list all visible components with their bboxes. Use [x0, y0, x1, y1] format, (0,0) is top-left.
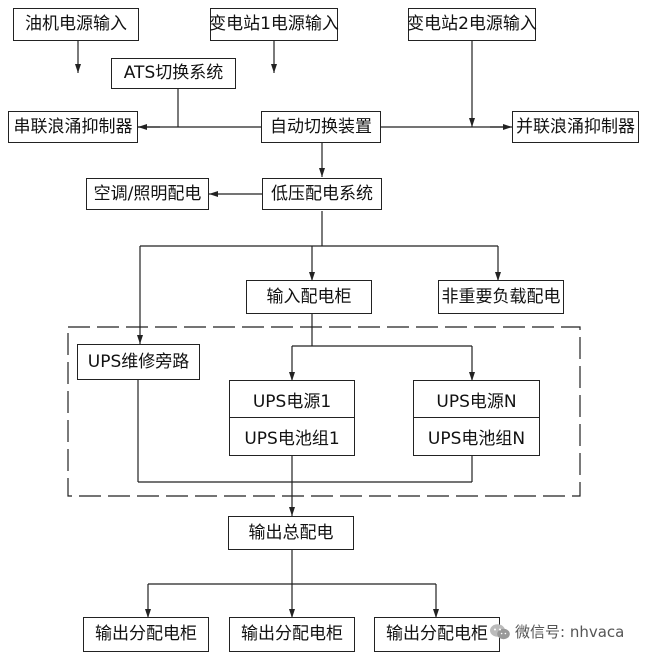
- node-ups-power-1: UPS电源1: [230, 381, 354, 418]
- node-parallel-surge-suppressor: 并联浪涌抑制器: [512, 111, 639, 143]
- node-low-voltage-system: 低压配电系统: [262, 178, 382, 210]
- node-non-critical-load: 非重要负载配电: [438, 280, 564, 314]
- node-series-surge-suppressor: 串联浪涌抑制器: [8, 111, 138, 143]
- node-output-main-distribution: 输出总配电: [228, 516, 354, 550]
- ups-group-boundary: [67, 326, 581, 497]
- node-input-cabinet: 输入配电柜: [246, 280, 372, 314]
- node-ups-battery-n: UPS电池组N: [427, 429, 526, 449]
- node-ups-group-n: UPS电源N UPS电池组N: [413, 380, 540, 456]
- node-oil-power: 油机电源输入: [13, 8, 139, 41]
- node-output-sub-cabinet-3: 输出分配电柜: [374, 617, 500, 652]
- node-ats-system: ATS切换系统: [111, 58, 236, 89]
- node-ups-maintenance-bypass: UPS维修旁路: [77, 344, 200, 380]
- node-ups-group-1: UPS电源1 UPS电池组1: [229, 380, 355, 456]
- node-auto-switch: 自动切换装置: [261, 111, 381, 143]
- node-ac-lighting-distribution: 空调/照明配电: [86, 178, 209, 210]
- watermark-text: 微信号: nhvaca: [515, 623, 625, 641]
- node-ups-battery-1: UPS电池组1: [244, 429, 340, 449]
- node-substation1-power: 变电站1电源输入: [209, 8, 339, 41]
- wechat-icon: [490, 623, 510, 639]
- node-ups-power-n: UPS电源N: [414, 381, 539, 418]
- node-output-sub-cabinet-2: 输出分配电柜: [229, 617, 355, 652]
- node-output-sub-cabinet-1: 输出分配电柜: [83, 617, 209, 652]
- node-substation2-power: 变电站2电源输入: [407, 8, 537, 41]
- watermark: 微信号: nhvaca: [489, 621, 624, 642]
